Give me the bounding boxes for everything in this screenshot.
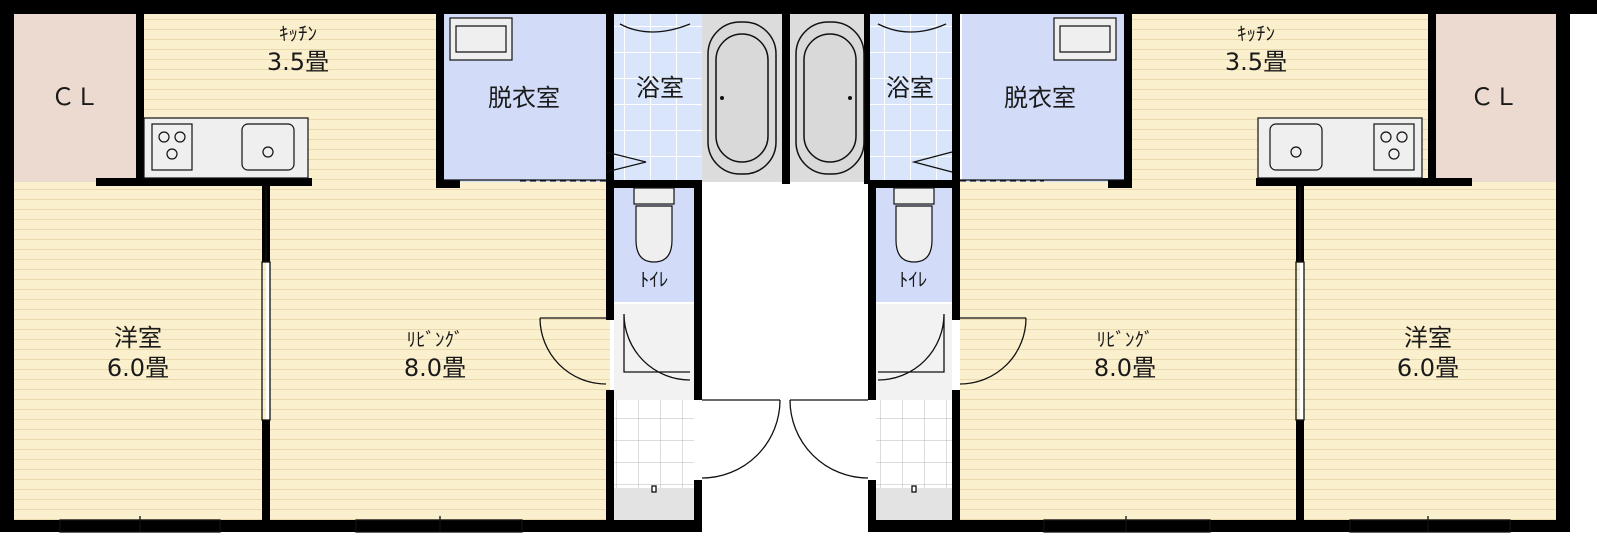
living-name-label: ﾘﾋﾞﾝｸﾞ	[1096, 329, 1153, 351]
closet-label: ＣＬ	[51, 83, 99, 111]
dressing-room-label: 脱衣室	[1004, 84, 1076, 112]
unit-right	[789, 0, 1570, 533]
kitchen-name-label: ｷｯﾁﾝ	[1237, 23, 1275, 45]
western-size-label: 6.0畳	[107, 354, 169, 382]
western-name-label: 洋室	[114, 324, 162, 352]
western-room-floor	[1304, 182, 1556, 520]
dressing-room-label: 脱衣室	[488, 84, 560, 112]
living-size-label: 8.0畳	[1094, 354, 1156, 382]
closet-floor	[14, 14, 136, 182]
closet-floor	[1434, 14, 1556, 182]
bath-tile-floor	[870, 14, 954, 182]
closet-label: ＣＬ	[1470, 83, 1518, 111]
western-room-floor	[14, 182, 266, 520]
genkan-tile-floor	[876, 400, 952, 488]
step-floor	[614, 488, 694, 520]
bath-label: 浴室	[636, 74, 684, 102]
entrance-floor	[614, 304, 694, 400]
kitchen-name-label: ｷｯﾁﾝ	[279, 23, 317, 45]
toilet-label: ﾄｲﾚ	[899, 269, 928, 291]
bath-tile-floor	[612, 14, 702, 182]
western-size-label: 6.0畳	[1397, 354, 1459, 382]
toilet-label: ﾄｲﾚ	[640, 269, 669, 291]
unit-left	[0, 0, 1597, 533]
western-name-label: 洋室	[1404, 324, 1452, 352]
kitchen-size-label: 3.5畳	[1225, 48, 1287, 76]
bath-label: 浴室	[886, 74, 934, 102]
kitchen-size-label: 3.5畳	[267, 48, 329, 76]
entrance-floor	[876, 304, 952, 400]
step-floor	[876, 488, 952, 520]
living-room-floor	[960, 182, 1300, 520]
living-size-label: 8.0畳	[404, 354, 466, 382]
living-name-label: ﾘﾋﾞﾝｸﾞ	[406, 329, 463, 351]
living-room-floor	[270, 182, 610, 520]
genkan-tile-floor	[614, 400, 694, 488]
